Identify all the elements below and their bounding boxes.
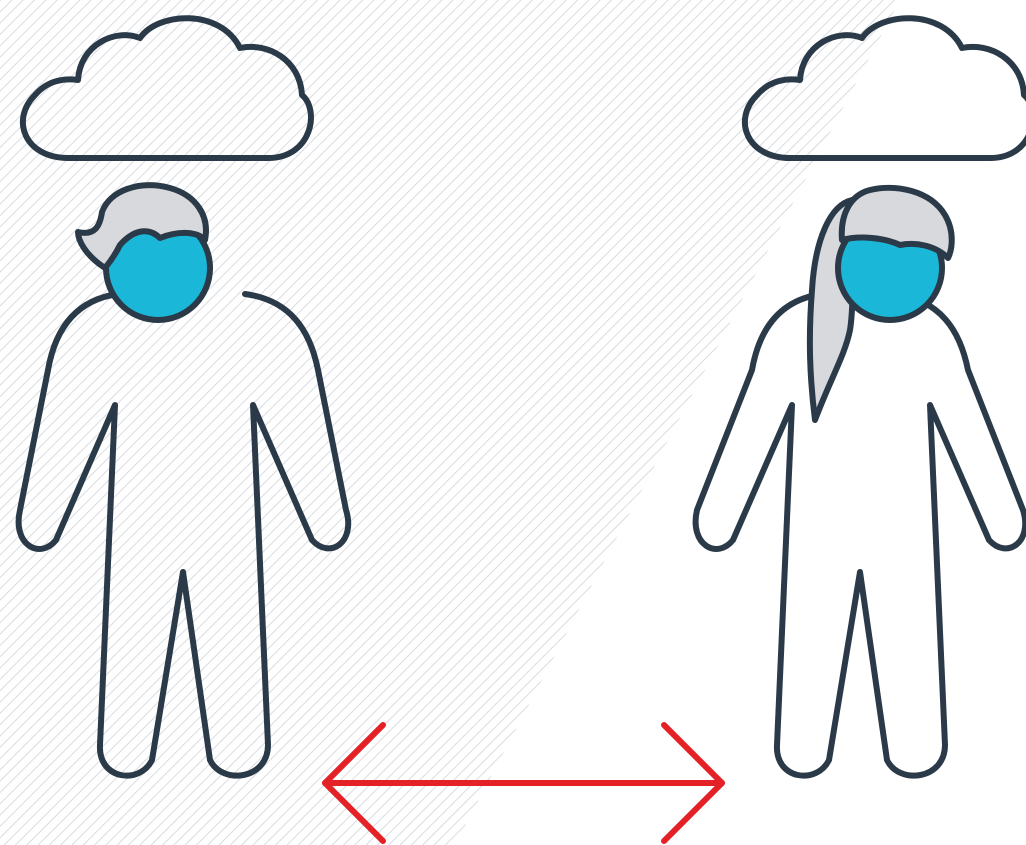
hatched-background — [0, 0, 900, 845]
